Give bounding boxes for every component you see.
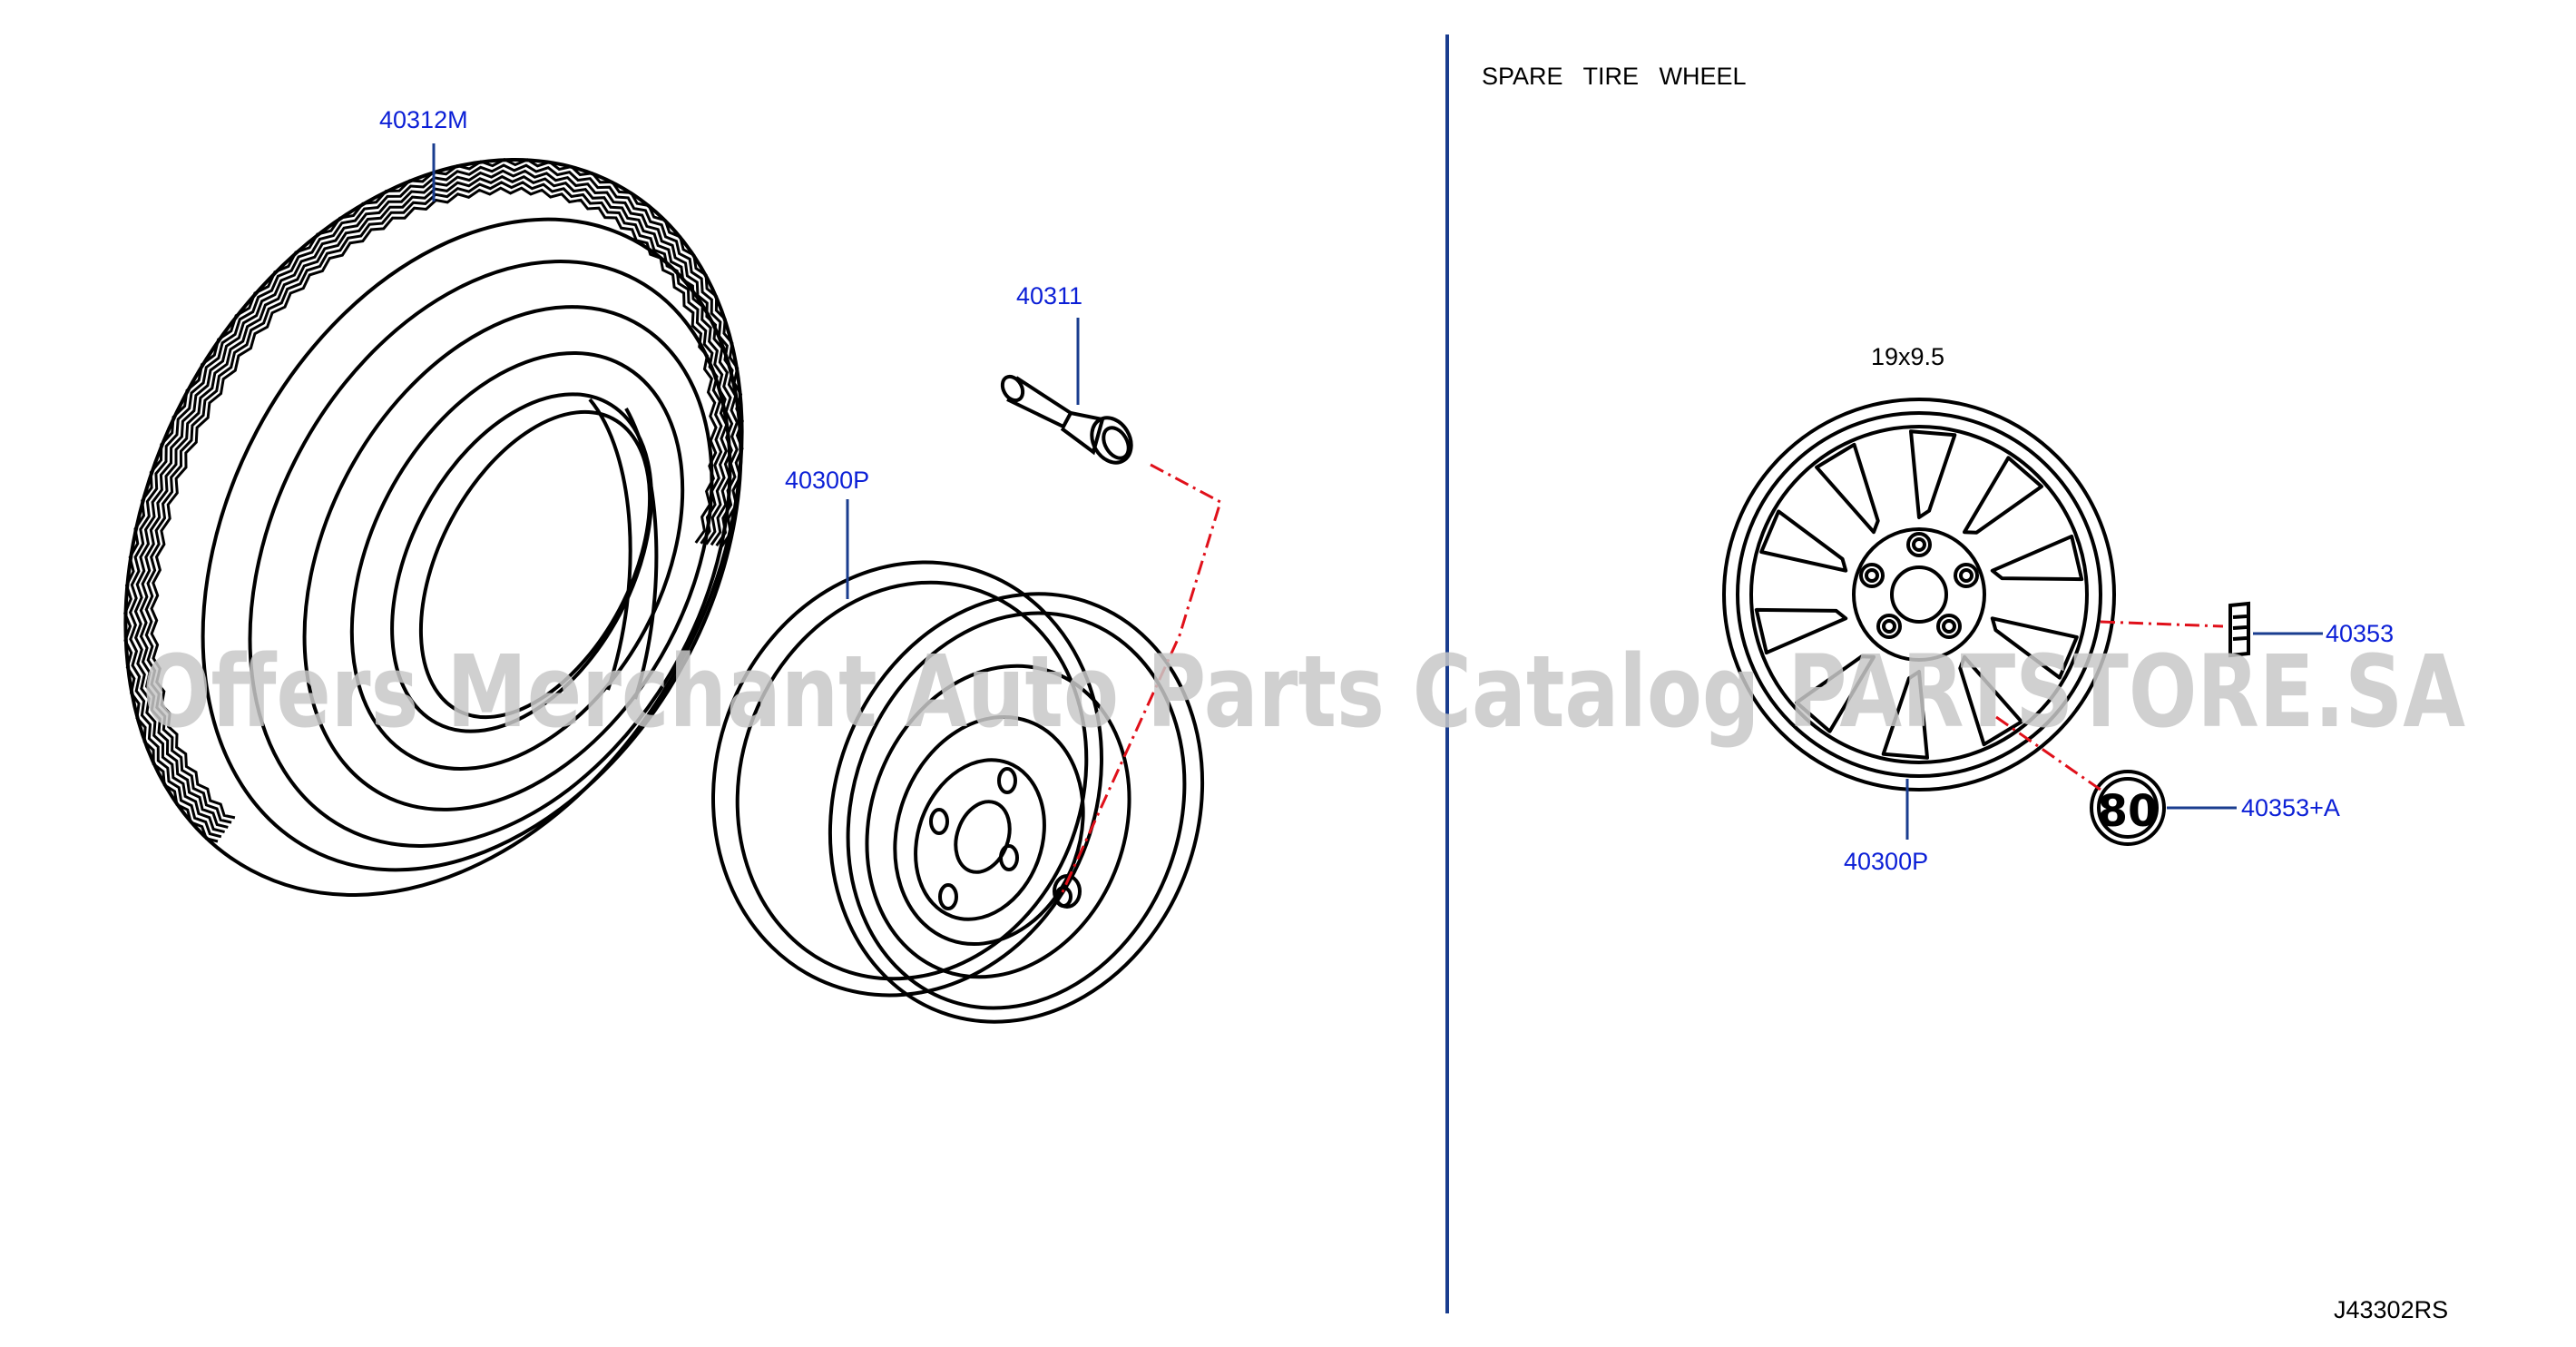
steel-wheel-illustration xyxy=(711,560,1205,1024)
tread-zigzag xyxy=(128,163,739,839)
watermark: Offers Merchant Auto Parts Catalog PARTS… xyxy=(142,634,2465,750)
drawing-code: J43302RS xyxy=(2334,1296,2448,1323)
part-label-alloy-wheel[interactable]: 40300P xyxy=(1844,848,1928,875)
spoke-window xyxy=(1754,607,1848,655)
spoke-window xyxy=(1990,534,2084,582)
center-cap-emblem xyxy=(2090,770,2166,846)
tread-zigzag xyxy=(133,169,734,834)
part-label-weight[interactable]: 40353 xyxy=(2326,620,2394,647)
tread-zigzag xyxy=(150,186,718,820)
tread-zigzag xyxy=(144,181,723,824)
tread-zigzag xyxy=(139,174,729,829)
alloy-wheel-illustration xyxy=(1722,398,2116,791)
dashed-connectors xyxy=(1060,463,2224,895)
callout-leaders xyxy=(432,143,2323,840)
spoke-window xyxy=(1881,670,1929,760)
section-title: SPARE TIRE WHEEL xyxy=(1482,63,1747,90)
alloy-wheel-lugs xyxy=(1859,532,1979,639)
alloy-wheel-spokes xyxy=(1754,429,2084,760)
spoke-window xyxy=(1963,456,2043,535)
tread-zigzag xyxy=(123,158,744,843)
wheel-size: 19x9.5 xyxy=(1871,343,1944,370)
spoke-window xyxy=(1990,616,2079,680)
spoke-window xyxy=(1759,509,1848,573)
balance-weight-illustration xyxy=(2228,601,2250,658)
part-label-emblem[interactable]: 40353+A xyxy=(2241,794,2340,821)
part-label-steel-wheel[interactable]: 40300P xyxy=(785,467,869,494)
tire-tread-pattern xyxy=(123,158,744,843)
part-label-tire[interactable]: 40312M xyxy=(379,106,468,133)
spoke-window xyxy=(1795,654,1876,733)
spoke-window xyxy=(1815,442,1880,535)
spoke-window xyxy=(1909,429,1957,519)
emblem-number: 80 xyxy=(2098,786,2159,837)
part-label-valve[interactable]: 40311 xyxy=(1016,282,1082,310)
spoke-window xyxy=(1958,654,2023,747)
valve-stem-illustration xyxy=(1000,374,1133,465)
